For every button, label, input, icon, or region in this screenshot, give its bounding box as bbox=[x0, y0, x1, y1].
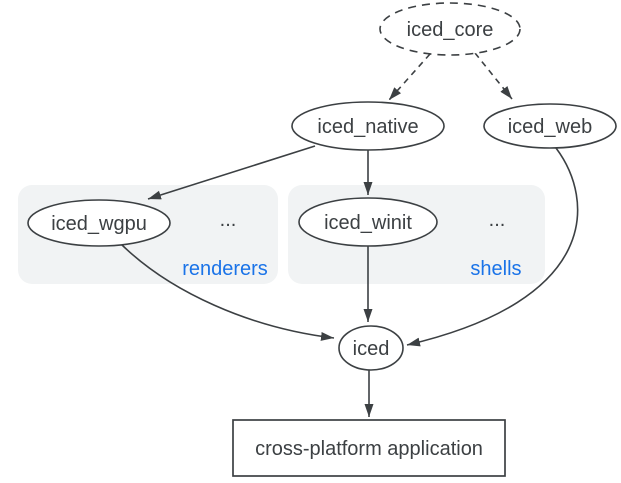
renderers-ellipsis: ... bbox=[220, 209, 237, 231]
node-cross-platform-application: cross-platform application bbox=[232, 419, 506, 477]
iced-wgpu-label: iced_wgpu bbox=[51, 213, 147, 235]
edges bbox=[120, 52, 579, 417]
application-rect bbox=[232, 419, 506, 477]
iced-ellipse bbox=[338, 325, 404, 371]
node-iced-winit: iced_winit bbox=[298, 197, 438, 247]
iced-winit-ellipse bbox=[298, 197, 438, 247]
node-iced-web: iced_web bbox=[483, 103, 617, 149]
node-iced: iced bbox=[338, 325, 404, 371]
iced-native-label: iced_native bbox=[317, 116, 418, 138]
node-iced-native: iced_native bbox=[291, 101, 445, 151]
iced-winit-label: iced_winit bbox=[324, 212, 412, 234]
renderers-group-label: renderers bbox=[182, 258, 268, 280]
edge-iced-native-to-iced-wgpu bbox=[147, 145, 316, 200]
application-label: cross-platform application bbox=[255, 438, 483, 460]
edge-iced-core-to-iced-native bbox=[388, 53, 431, 101]
shells-ellipsis: ... bbox=[489, 209, 506, 231]
edge-iced-wgpu-to-iced bbox=[120, 243, 335, 341]
edge-iced-web-to-iced bbox=[406, 147, 579, 347]
iced-core-ellipse bbox=[379, 2, 521, 56]
node-iced-core: iced_core bbox=[379, 2, 521, 56]
shells-group-label: shells bbox=[470, 258, 521, 280]
iced-core-label: iced_core bbox=[407, 19, 494, 41]
iced-web-label: iced_web bbox=[508, 116, 593, 138]
iced-native-ellipse bbox=[291, 101, 445, 151]
edge-iced-core-to-iced-web bbox=[474, 52, 513, 100]
iced-web-ellipse bbox=[483, 103, 617, 149]
iced-label: iced bbox=[353, 338, 390, 360]
iced-wgpu-ellipse bbox=[27, 199, 171, 247]
node-iced-wgpu: iced_wgpu bbox=[27, 199, 171, 247]
